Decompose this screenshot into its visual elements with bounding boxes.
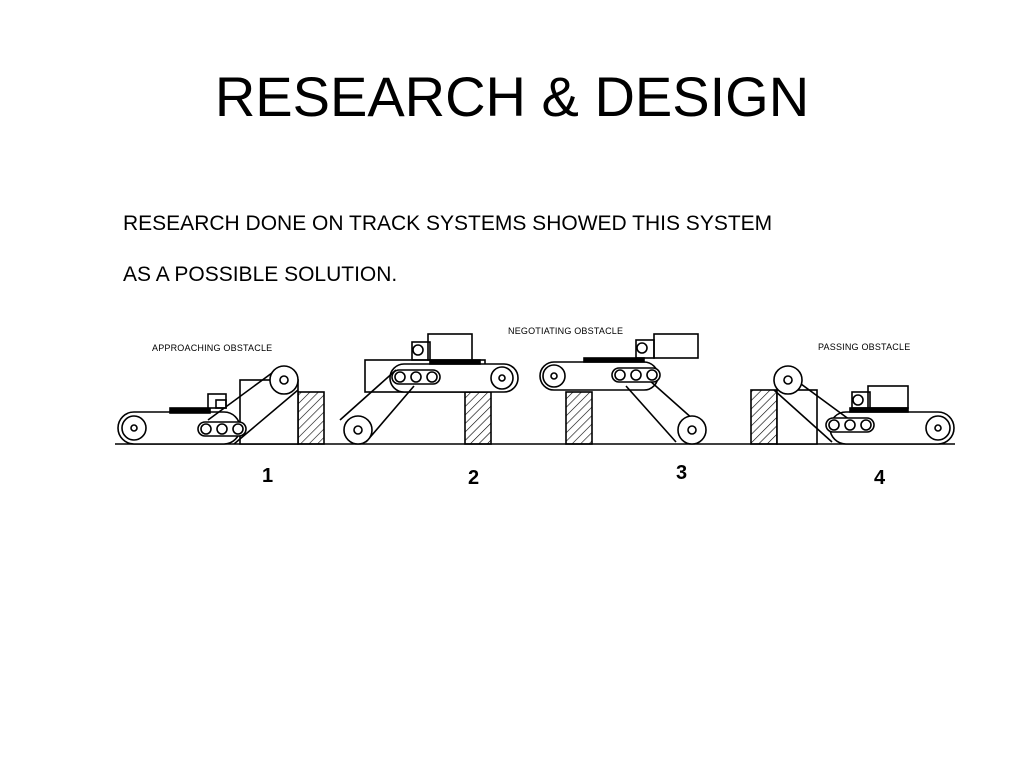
body-text-line-2: AS A POSSIBLE SOLUTION.: [123, 263, 398, 286]
stage-4-robot: [750, 365, 955, 445]
caption-approaching-obstacle: APPROACHING OBSTACLE: [152, 343, 272, 353]
obstacle-2: [464, 391, 492, 445]
stage-1-robot: [117, 365, 325, 445]
stage-3-robot: [539, 333, 707, 445]
slide-title: RESEARCH & DESIGN: [214, 65, 810, 128]
obstacle-1: [297, 391, 325, 445]
caption-negotiating-obstacle: NEGOTIATING OBSTACLE: [508, 326, 623, 336]
track-system-diagram: APPROACHING OBSTACLE NEGOTIATING OBSTACL…: [115, 326, 955, 489]
step-number-1: 1: [262, 465, 273, 487]
body-text-line-1: RESEARCH DONE ON TRACK SYSTEMS SHOWED TH…: [123, 212, 773, 235]
obstacle-4: [750, 389, 778, 445]
step-number-2: 2: [468, 467, 479, 489]
step-number-4: 4: [874, 467, 886, 489]
step-number-3: 3: [676, 462, 687, 484]
stage-2-robot: [339, 333, 519, 445]
obstacle-3: [565, 391, 593, 445]
caption-passing-obstacle: PASSING OBSTACLE: [818, 342, 910, 352]
